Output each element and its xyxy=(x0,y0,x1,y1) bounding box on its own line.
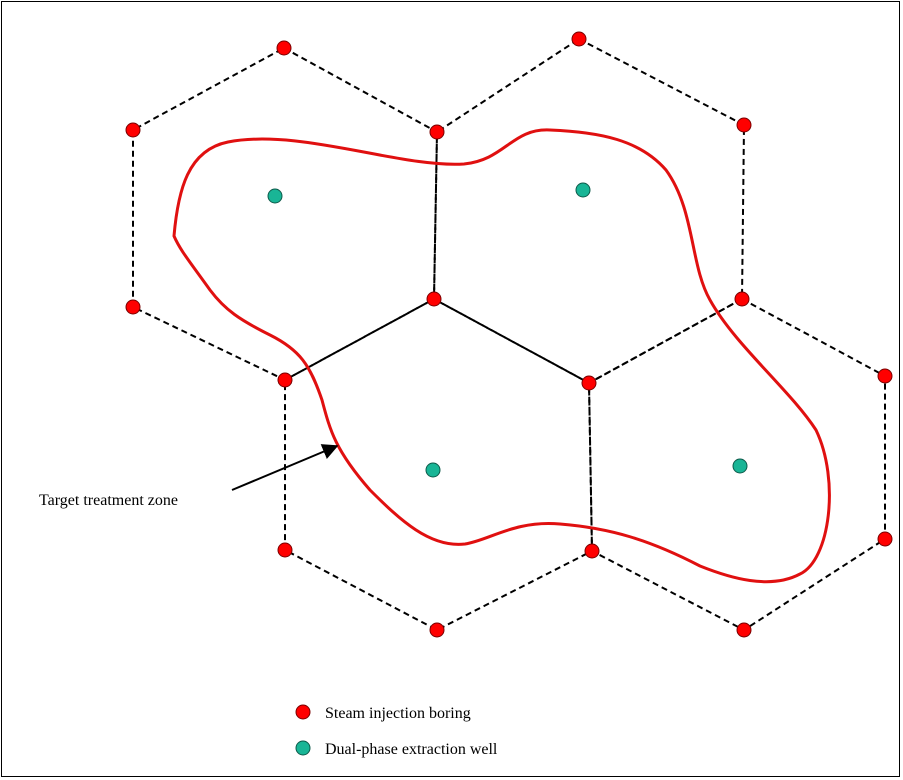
injection-boring xyxy=(736,622,752,638)
hexagon-top-right xyxy=(432,37,746,385)
extraction-well xyxy=(732,458,748,474)
legend-extraction-label: Dual-phase extraction well xyxy=(325,741,498,758)
extraction-wells xyxy=(267,182,748,478)
injection-boring xyxy=(277,542,293,558)
legend-injection-marker xyxy=(295,704,311,720)
legend: Steam injection boring Dual-phase extrac… xyxy=(295,704,498,758)
extraction-well xyxy=(267,188,283,204)
annotation-arrow xyxy=(231,444,339,491)
injection-boring xyxy=(429,622,445,638)
injection-boring xyxy=(584,543,600,559)
injection-boring xyxy=(734,291,750,307)
injection-boring xyxy=(736,117,752,133)
injection-boring xyxy=(571,31,587,47)
legend-injection-label: Steam injection boring xyxy=(325,705,471,722)
injection-boring xyxy=(276,40,292,56)
injection-boring xyxy=(277,372,293,388)
injection-boring xyxy=(877,368,893,384)
injection-boring xyxy=(581,375,597,391)
injection-boring xyxy=(426,291,442,307)
extraction-well xyxy=(425,462,441,478)
injection-boring xyxy=(429,124,445,140)
steam-injection-borings xyxy=(125,31,893,638)
hexagon-top-left xyxy=(132,46,439,382)
annotation-label: Target treatment zone xyxy=(39,492,178,509)
hexagon-grid xyxy=(132,37,886,632)
injection-boring xyxy=(877,531,893,547)
hexagon-bottom-left xyxy=(284,297,594,632)
injection-boring xyxy=(125,122,141,138)
injection-boring xyxy=(125,299,141,315)
target-treatment-zone-outline xyxy=(172,128,831,584)
legend-extraction-marker xyxy=(295,740,311,756)
extraction-well xyxy=(575,182,591,198)
